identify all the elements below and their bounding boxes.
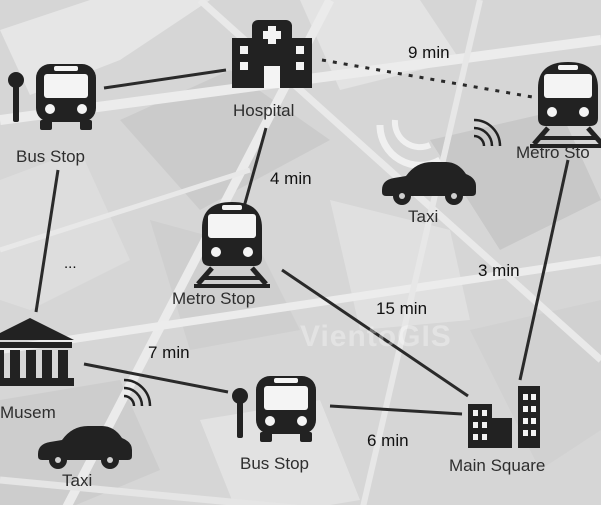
edge-hospital-metro1: [240, 127, 268, 215]
edge-museum-bus2: [83, 362, 229, 394]
edge-bus1-hospital: [103, 68, 227, 90]
edge-bus1-museum: [34, 169, 60, 313]
time-label-hospital-metro1: 4 min: [270, 169, 312, 188]
time-label-bus1-museum: ...: [64, 255, 77, 272]
museum-label: Musem: [0, 403, 56, 422]
edge-metro2-mainsquare: [518, 159, 570, 381]
main-square-icon: [468, 386, 540, 448]
hospital-label: Hospital: [233, 101, 295, 120]
time-label-museum-bus2: 7 min: [148, 343, 190, 362]
museum-icon: [0, 318, 74, 386]
watermark: VientoGIS: [300, 320, 452, 353]
metro-stop-label: Metro Stop: [172, 289, 256, 308]
bus-stop-label: Bus Stop: [16, 147, 85, 166]
edge-hospital-metro2: [321, 58, 539, 100]
time-label-metro1-mainsquare: 15 min: [376, 299, 428, 318]
hospital-icon: [232, 20, 312, 88]
time-label-bus2-mainsquare: 6 min: [367, 431, 409, 450]
bus-stop-2-label: Bus Stop: [240, 454, 309, 473]
time-label-metro2-mainsquare: 3 min: [478, 261, 520, 280]
main-square-label: Main Square: [449, 456, 546, 475]
taxi-2-label: Taxi: [62, 471, 93, 490]
metro-stop-2-label: Metro Sto: [516, 143, 590, 162]
connections: [34, 58, 570, 416]
time-label-hospital-metro2: 9 min: [408, 43, 450, 62]
edge-metro1-mainsquare: [281, 268, 469, 398]
taxi-label: Taxi: [408, 207, 439, 226]
edge-bus2-mainsquare: [329, 404, 463, 416]
